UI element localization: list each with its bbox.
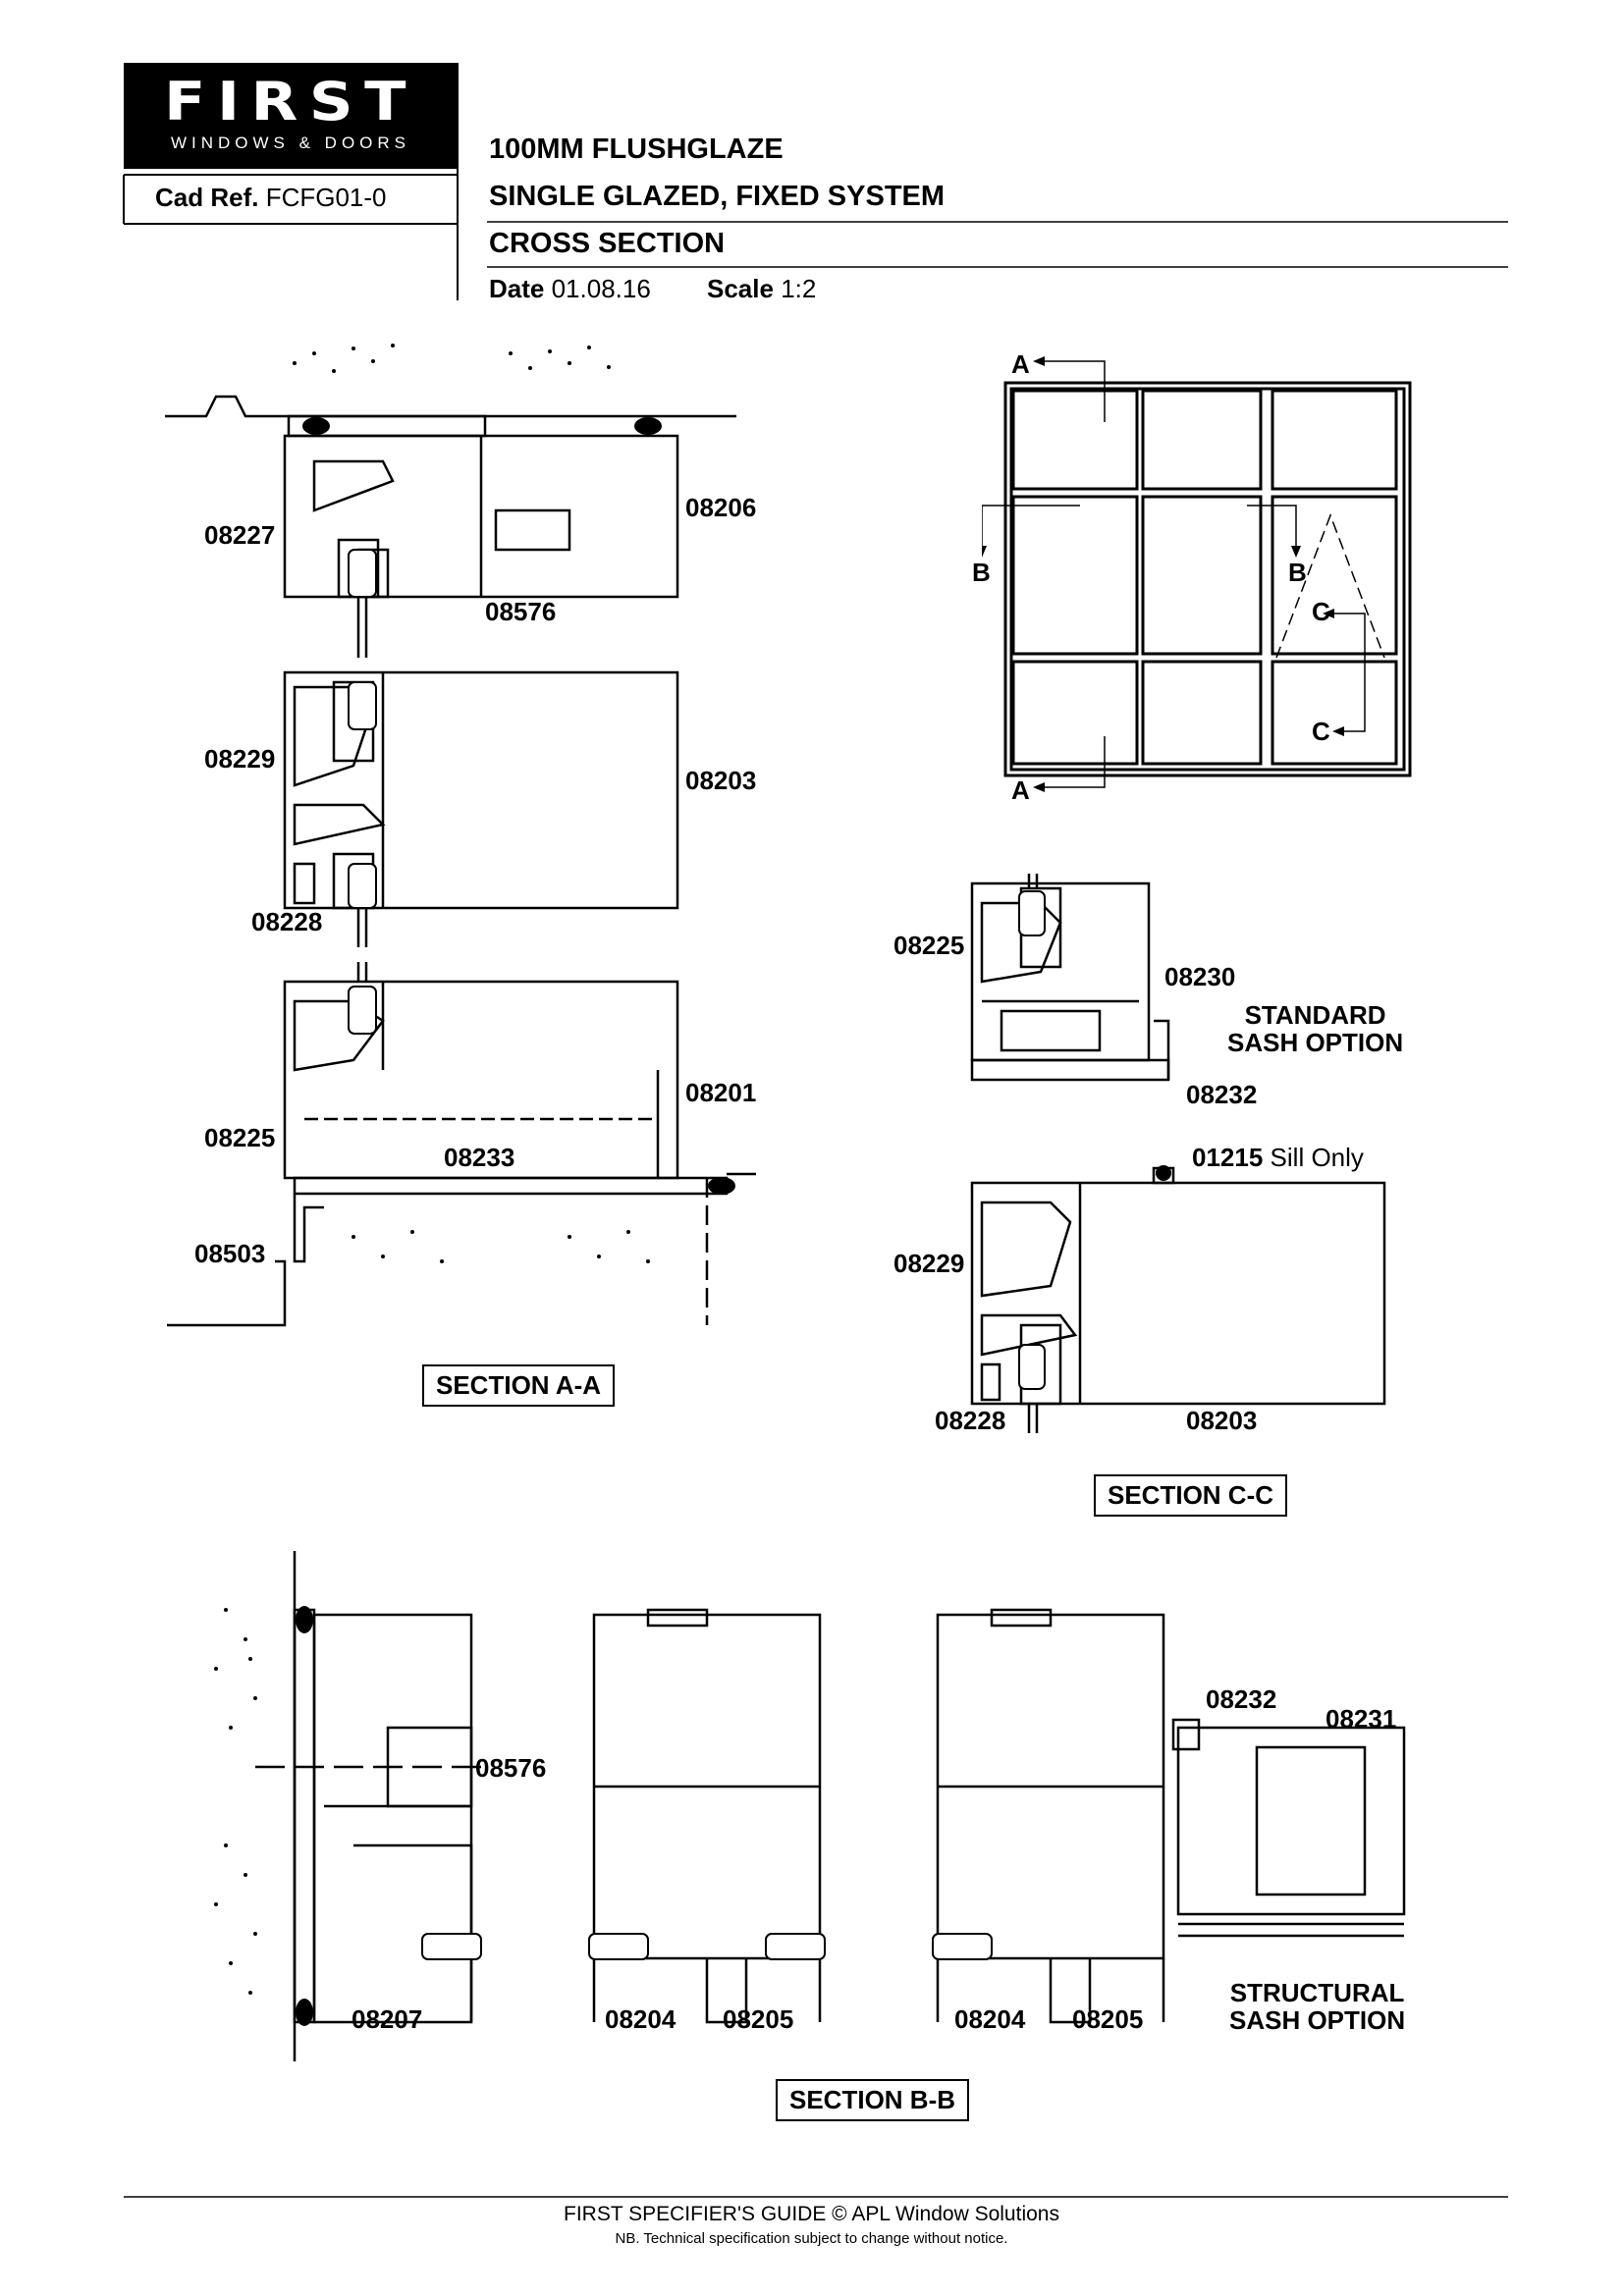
standard-sash-line2: SASH OPTION: [1227, 1028, 1404, 1057]
section-aa-title: SECTION A-A: [422, 1364, 616, 1407]
cad-ref-value: FCFG01-0: [265, 183, 387, 212]
label-08227: 08227: [204, 520, 276, 550]
marker-b-left: B: [972, 558, 991, 587]
footer-rule: [124, 2196, 1508, 2198]
standard-sash-line1: STANDARD: [1244, 1000, 1386, 1030]
marker-b-right: B: [1288, 558, 1307, 587]
section-cc-title: SECTION C-C: [1094, 1474, 1287, 1517]
label-08206: 08206: [685, 493, 757, 522]
standard-sash-note: STANDARD SASH OPTION: [1227, 1001, 1403, 1056]
label-08228: 08228: [251, 907, 323, 936]
cad-ref-label: Cad Ref.: [155, 183, 259, 212]
date-field: Date 01.08.16: [489, 274, 651, 304]
bb-label-08231: 08231: [1325, 1704, 1397, 1734]
sill-note: Sill Only: [1270, 1143, 1364, 1172]
title-line-3: CROSS SECTION: [489, 228, 726, 259]
section-cc-drawing: [970, 874, 1386, 1433]
section-aa-drawing: [165, 344, 756, 1327]
scale-field: Scale 1:2: [707, 274, 816, 304]
bb-label-08232: 08232: [1206, 1684, 1277, 1714]
scale-label: Scale: [707, 274, 774, 303]
bb-label-08576: 08576: [475, 1753, 547, 1783]
marker-c-lower: C: [1312, 717, 1330, 746]
title-line-2: SINGLE GLAZED, FIXED SYSTEM: [489, 181, 946, 212]
bb-label-08204-a: 08204: [605, 2004, 676, 2034]
section-bb-drawing: [214, 1551, 1406, 2061]
cc-label-08228: 08228: [935, 1406, 1006, 1435]
date-value: 01.08.16: [551, 274, 651, 303]
cc-label-08203: 08203: [1186, 1406, 1258, 1435]
date-label: Date: [489, 274, 545, 303]
marker-c-upper: C: [1312, 597, 1330, 626]
bb-label-08204-b: 08204: [954, 2004, 1026, 2034]
scale-value: 1:2: [781, 274, 817, 303]
sill-code: 01215: [1192, 1143, 1264, 1172]
section-bb-title: SECTION B-B: [776, 2079, 969, 2121]
sill-only-label: 01215 Sill Only: [1192, 1143, 1364, 1173]
cc-label-08225: 08225: [893, 931, 965, 960]
bb-label-08205-a: 08205: [723, 2004, 794, 2034]
label-08576: 08576: [485, 597, 557, 626]
footer-line-1: FIRST SPECIFIER'S GUIDE © APL Window Sol…: [564, 2203, 1059, 2225]
structural-sash-line2: SASH OPTION: [1229, 2005, 1406, 2035]
bb-label-08207: 08207: [352, 2004, 423, 2034]
footer-line-2: NB. Technical specification subject to c…: [615, 2230, 1008, 2247]
label-08225: 08225: [204, 1123, 276, 1152]
structural-sash-line1: STRUCTURAL: [1229, 1978, 1405, 2007]
bb-label-08205-b: 08205: [1072, 2004, 1144, 2034]
marker-a-bottom: A: [1011, 775, 1030, 805]
label-08229: 08229: [204, 744, 276, 774]
cc-label-08232: 08232: [1186, 1080, 1258, 1109]
elevation-drawing: [982, 356, 1412, 792]
label-08233: 08233: [444, 1143, 515, 1172]
brand-logo: FIRST WINDOWS & DOORS: [124, 63, 458, 169]
label-08201: 08201: [685, 1078, 757, 1107]
label-08203: 08203: [685, 766, 757, 795]
cc-label-08230: 08230: [1164, 962, 1236, 991]
label-08503: 08503: [194, 1239, 266, 1268]
cad-ref: Cad Ref. FCFG01-0: [155, 183, 387, 213]
marker-a-top: A: [1011, 349, 1030, 379]
cc-label-08229: 08229: [893, 1249, 965, 1278]
logo-wordmark: FIRST: [164, 71, 417, 133]
logo-subtext: WINDOWS & DOORS: [170, 133, 411, 152]
header-rules: [123, 63, 1508, 300]
title-line-1: 100MM FLUSHGLAZE: [489, 133, 784, 165]
structural-sash-note: STRUCTURAL SASH OPTION: [1229, 1979, 1405, 2034]
